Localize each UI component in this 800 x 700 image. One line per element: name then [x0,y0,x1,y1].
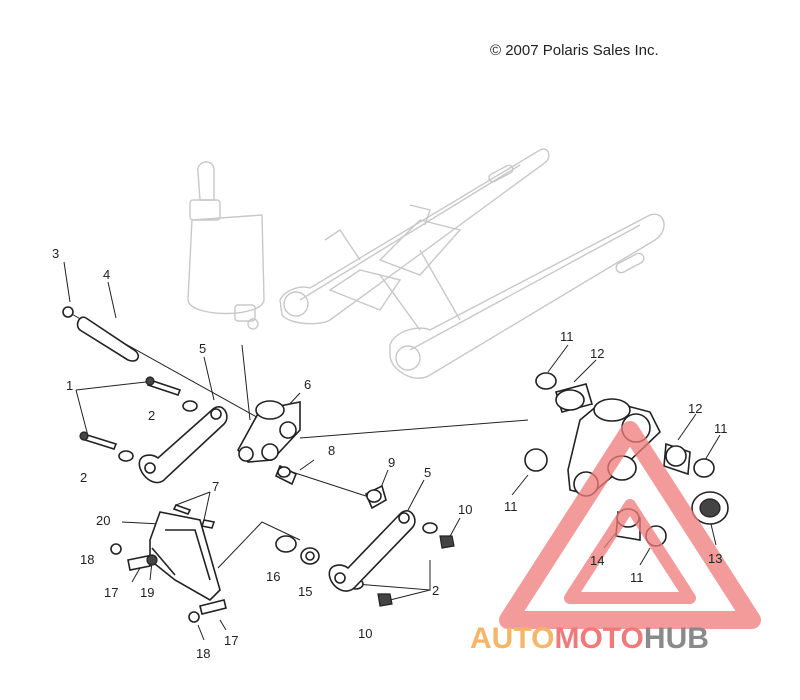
part-15-bushing [300,547,320,565]
callout-2: 2 [432,583,439,598]
part-5-link-left [138,406,228,484]
callout-4: 4 [103,267,110,282]
callout-15: 15 [298,584,312,599]
callout-11: 11 [714,421,728,436]
part-9-bushing [364,484,387,510]
part-6-rocker [237,400,301,463]
watermark-text-moto: MOTO [554,622,643,655]
watermark-logo [499,421,761,629]
part-10-nuts [377,535,455,607]
callout-8: 8 [328,443,335,458]
callout-17: 17 [224,633,238,648]
callout-2: 2 [148,408,155,423]
part-5-link-right [328,510,416,592]
watermark-text-hub: HUB [644,622,709,655]
watermark-text-auto: AUTO [470,622,554,655]
callout-11: 11 [504,499,518,514]
part-16-ring [275,535,297,553]
callout-17: 17 [104,585,118,600]
part-3-ring [62,306,74,318]
callout-11: 11 [630,570,644,585]
callout-10: 10 [358,626,372,641]
part-20-bracket [149,511,221,601]
part-17-19-hardware [110,543,227,623]
callout-13: 13 [708,551,722,566]
copyright-notice: © 2007 Polaris Sales Inc. [490,42,659,59]
callout-2: 2 [80,470,87,485]
callout-12: 12 [590,346,604,361]
callout-20: 20 [96,513,110,528]
callout-16: 16 [266,569,280,584]
callout-7: 7 [212,479,219,494]
callout-10: 10 [458,502,472,517]
callout-18: 18 [80,552,94,567]
callout-9: 9 [388,455,395,470]
ghost-shock-absorber [187,161,265,330]
watermark-text: AUTOMOTOHUB [470,622,709,655]
part-7-bolts [172,504,216,529]
callout-19: 19 [140,585,154,600]
callout-5: 5 [424,465,431,480]
callout-numbers: 3 4 5 6 1 2 2 8 9 5 7 20 18 17 19 16 15 … [52,246,728,661]
callout-14: 14 [590,553,604,568]
part-4-sleeve [76,316,140,362]
callout-11: 11 [560,329,574,344]
callout-1: 1 [66,378,73,393]
callout-6: 6 [304,377,311,392]
part-8-bushing [274,464,298,486]
callout-18: 18 [196,646,210,661]
part-1-bolts [79,376,182,450]
callout-5: 5 [199,341,206,356]
callout-12: 12 [688,401,702,416]
callout-3: 3 [52,246,59,261]
ghost-swingarm [279,148,665,379]
